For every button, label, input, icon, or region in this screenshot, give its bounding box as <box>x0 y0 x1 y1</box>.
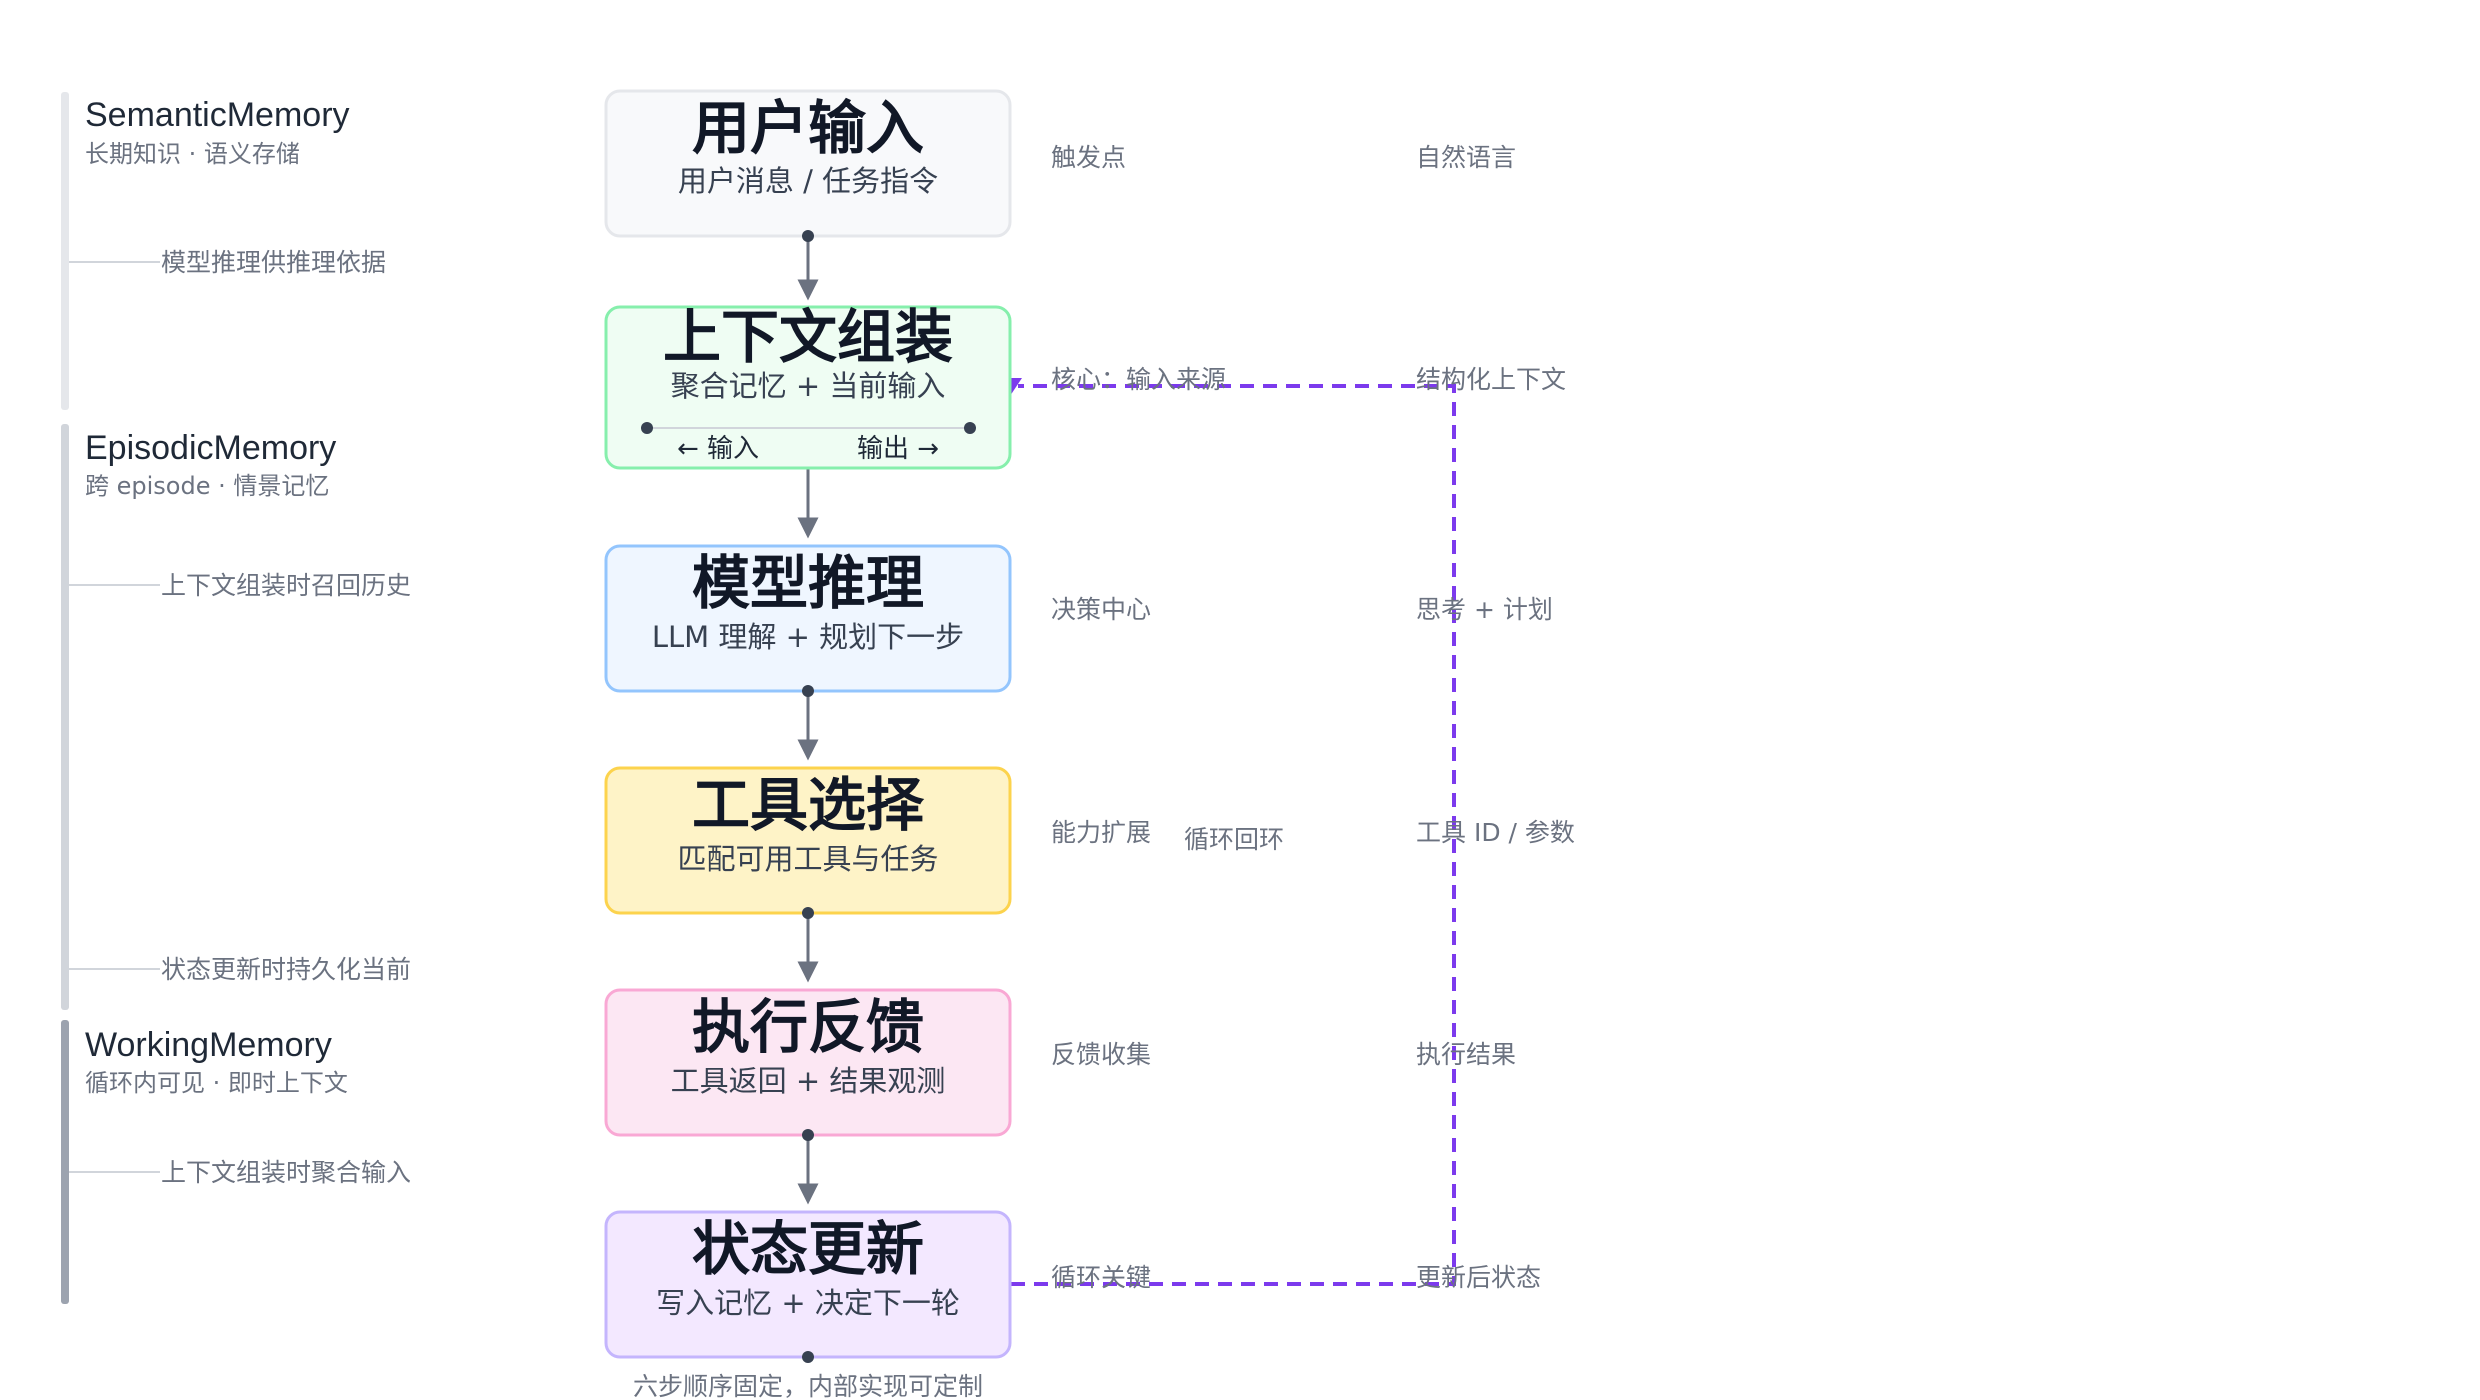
step-execution-feedback: 执行反馈 工具返回 + 结果观测 <box>604 988 1012 1141</box>
output-label-state-update: 更新后状态 <box>1416 1263 1541 1292</box>
step-tool-selection: 工具选择 匹配可用工具与任务 <box>604 766 1012 919</box>
working-memory-connection-label: 上下文组装时聚合输入 <box>161 1158 411 1187</box>
episodic-memory: EpisodicMemory 跨 episode · 情景记忆 上下文组装时召回… <box>61 424 411 1010</box>
step-output-dot <box>802 907 814 919</box>
step-output-dot <box>802 1129 814 1141</box>
semantic-memory-bar <box>61 92 69 410</box>
output-label-tool-selection: 工具 ID / 参数 <box>1416 818 1575 847</box>
step-title: 模型推理 <box>692 549 924 617</box>
role-label-context-assembly: 核心：输入来源 <box>1051 365 1226 394</box>
episodic-memory-connection-label-2: 状态更新时持久化当前 <box>161 955 411 984</box>
step-state-update: 状态更新 写入记忆 + 决定下一轮 <box>604 1210 1012 1363</box>
step-title: 用户输入 <box>692 94 924 162</box>
step-output-dot <box>802 230 814 242</box>
working-memory-name: WorkingMemory <box>85 1026 332 1064</box>
io-output-label: 输出 → <box>857 434 939 464</box>
io-left-dot <box>641 422 653 434</box>
role-label-user-input: 触发点 <box>1051 143 1126 172</box>
role-label-state-update: 循环关键 <box>1051 1263 1151 1292</box>
output-label-model-inference: 思考 + 计划 <box>1416 595 1553 624</box>
io-input-label: ← 输入 <box>677 434 759 464</box>
role-label-tool-selection: 能力扩展 <box>1051 818 1151 847</box>
semantic-memory-name: SemanticMemory <box>85 96 350 134</box>
semantic-memory-connection-label: 模型推理供推理依据 <box>161 248 386 277</box>
step-title: 工具选择 <box>692 771 925 839</box>
role-annotations: 触发点 核心：输入来源 决策中心 能力扩展 反馈收集 循环关键 <box>1051 143 1226 1292</box>
working-memory-description: 循环内可见 · 即时上下文 <box>85 1069 348 1097</box>
step-subtitle: LLM 理解 + 规划下一步 <box>652 620 964 654</box>
step-subtitle: 聚合记忆 + 当前输入 <box>671 369 946 403</box>
episodic-memory-name: EpisodicMemory <box>85 429 336 467</box>
step-user-input: 用户输入 用户消息 / 任务指令 <box>604 89 1012 242</box>
step-subtitle: 匹配可用工具与任务 <box>677 842 938 876</box>
episodic-memory-bar <box>61 424 69 1010</box>
loop-label: 循环回环 <box>1184 825 1284 854</box>
step-output-dot <box>802 685 814 697</box>
role-label-execution-feedback: 反馈收集 <box>1051 1040 1151 1069</box>
step-output-dot <box>802 1351 814 1363</box>
output-label-user-input: 自然语言 <box>1416 143 1516 172</box>
step-subtitle: 用户消息 / 任务指令 <box>678 164 938 198</box>
footer-note: 六步顺序固定，内部实现可定制 <box>633 1372 983 1400</box>
memory-panel: SemanticMemory 长期知识 · 语义存储 模型推理供推理依据 Epi… <box>61 92 411 1304</box>
semantic-memory: SemanticMemory 长期知识 · 语义存储 模型推理供推理依据 <box>61 92 386 410</box>
episodic-memory-description: 跨 episode · 情景记忆 <box>85 472 329 500</box>
io-right-dot <box>964 422 976 434</box>
episodic-memory-connection-label: 上下文组装时召回历史 <box>161 571 411 600</box>
working-memory-bar <box>61 1020 69 1304</box>
working-memory: WorkingMemory 循环内可见 · 即时上下文 上下文组装时聚合输入 <box>61 1020 411 1304</box>
step-subtitle: 工具返回 + 结果观测 <box>671 1064 946 1098</box>
step-title: 状态更新 <box>692 1215 924 1283</box>
semantic-memory-description: 长期知识 · 语义存储 <box>85 140 300 168</box>
output-label-execution-feedback: 执行结果 <box>1416 1040 1516 1069</box>
step-subtitle: 写入记忆 + 决定下一轮 <box>656 1286 960 1320</box>
step-title: 上下文组装 <box>663 303 953 371</box>
step-title: 执行反馈 <box>692 993 924 1061</box>
step-context-assembly: 上下文组装 聚合记忆 + 当前输入 ← 输入 输出 → <box>604 303 1012 470</box>
output-label-context-assembly: 结构化上下文 <box>1416 365 1566 394</box>
step-model-inference: 模型推理 LLM 理解 + 规划下一步 <box>604 544 1012 697</box>
output-annotations: 自然语言 结构化上下文 思考 + 计划 工具 ID / 参数 执行结果 更新后状… <box>1416 143 1575 1292</box>
role-label-model-inference: 决策中心 <box>1051 595 1151 624</box>
